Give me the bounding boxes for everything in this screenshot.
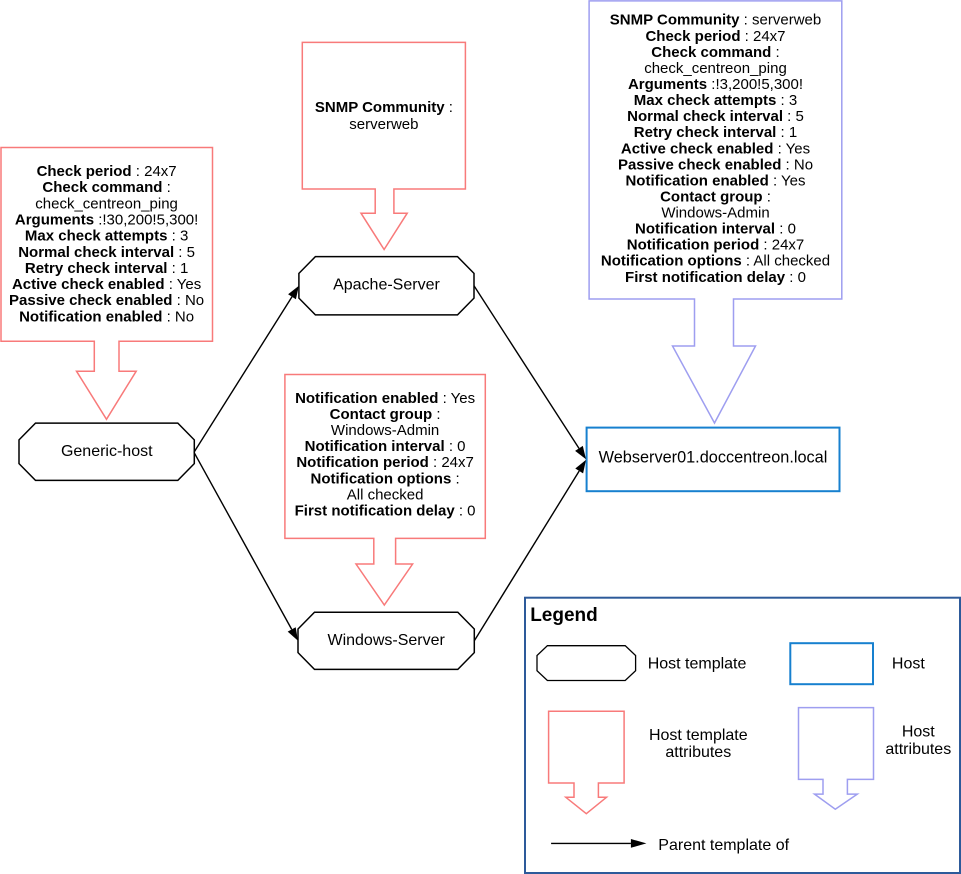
svg-text:Passive check enabled : No: Passive check enabled : No bbox=[9, 292, 204, 309]
svg-text:Host template: Host template bbox=[648, 655, 747, 672]
svg-text:Max check attempts : 3: Max check attempts : 3 bbox=[25, 228, 188, 245]
svg-text:Parent template of: Parent template of bbox=[658, 837, 789, 854]
svg-text:Generic-host: Generic-host bbox=[61, 443, 153, 460]
svg-text:attributes: attributes bbox=[885, 741, 951, 758]
svg-text:Legend: Legend bbox=[530, 605, 598, 626]
svg-text:Apache-Server: Apache-Server bbox=[333, 277, 440, 294]
svg-text:First notification delay : 0: First notification delay : 0 bbox=[625, 269, 806, 286]
svg-text:Contact group :: Contact group : bbox=[330, 406, 441, 423]
svg-text:serverweb: serverweb bbox=[349, 116, 418, 133]
svg-text:Notification enabled : No: Notification enabled : No bbox=[19, 308, 194, 325]
svg-text:Windows-Admin: Windows-Admin bbox=[661, 205, 769, 222]
svg-text:Notification options :: Notification options : bbox=[311, 470, 460, 487]
svg-text:SNMP Community : serverweb: SNMP Community : serverweb bbox=[610, 12, 821, 29]
svg-text:Host: Host bbox=[902, 724, 935, 741]
svg-text:Notification interval : 0: Notification interval : 0 bbox=[305, 438, 466, 455]
svg-text:Notification enabled : Yes: Notification enabled : Yes bbox=[295, 390, 475, 407]
svg-text:Retry check interval : 1: Retry check interval : 1 bbox=[634, 124, 797, 141]
svg-text:Check command :: Check command : bbox=[42, 179, 170, 196]
svg-text:Webserver01.doccentreon.local: Webserver01.doccentreon.local bbox=[599, 448, 828, 466]
svg-text:Check period : 24x7: Check period : 24x7 bbox=[37, 163, 177, 180]
svg-text:Check command :: Check command : bbox=[651, 44, 779, 61]
svg-text:Normal check interval : 5: Normal check interval : 5 bbox=[18, 244, 195, 261]
svg-text:Host template: Host template bbox=[649, 727, 748, 744]
svg-text:attributes: attributes bbox=[665, 744, 731, 761]
svg-text:Arguments :!3,200!5,300!: Arguments :!3,200!5,300! bbox=[628, 76, 803, 93]
svg-text:Notification options : All che: Notification options : All checked bbox=[601, 253, 830, 270]
svg-text:Max check attempts : 3: Max check attempts : 3 bbox=[634, 92, 797, 109]
svg-text:Retry check interval : 1: Retry check interval : 1 bbox=[25, 260, 188, 277]
svg-text:Notification enabled : Yes: Notification enabled : Yes bbox=[625, 172, 805, 189]
svg-text:Check period : 24x7: Check period : 24x7 bbox=[645, 28, 785, 45]
svg-text:Contact group :: Contact group : bbox=[660, 189, 771, 206]
svg-text:Windows-Admin: Windows-Admin bbox=[331, 422, 439, 439]
svg-text:Active check enabled : Yes: Active check enabled : Yes bbox=[12, 276, 201, 293]
svg-text:Notification period : 24x7: Notification period : 24x7 bbox=[296, 454, 474, 471]
svg-text:Normal check interval : 5: Normal check interval : 5 bbox=[627, 108, 804, 125]
svg-text:Windows-Server: Windows-Server bbox=[327, 632, 445, 649]
svg-text:check_centreon_ping: check_centreon_ping bbox=[644, 60, 787, 77]
svg-text:SNMP Community :: SNMP Community : bbox=[315, 99, 453, 116]
svg-text:Notification interval : 0: Notification interval : 0 bbox=[635, 221, 796, 238]
svg-text:Active check enabled : Yes: Active check enabled : Yes bbox=[621, 140, 810, 157]
svg-text:First notification delay : 0: First notification delay : 0 bbox=[295, 503, 476, 520]
svg-text:check_centreon_ping: check_centreon_ping bbox=[35, 195, 178, 212]
svg-text:All checked: All checked bbox=[347, 486, 424, 503]
svg-text:Host: Host bbox=[892, 655, 925, 672]
svg-text:Passive check enabled : No: Passive check enabled : No bbox=[618, 156, 813, 173]
svg-text:Notification period : 24x7: Notification period : 24x7 bbox=[627, 237, 805, 254]
svg-text:Arguments :!30,200!5,300!: Arguments :!30,200!5,300! bbox=[15, 212, 198, 229]
